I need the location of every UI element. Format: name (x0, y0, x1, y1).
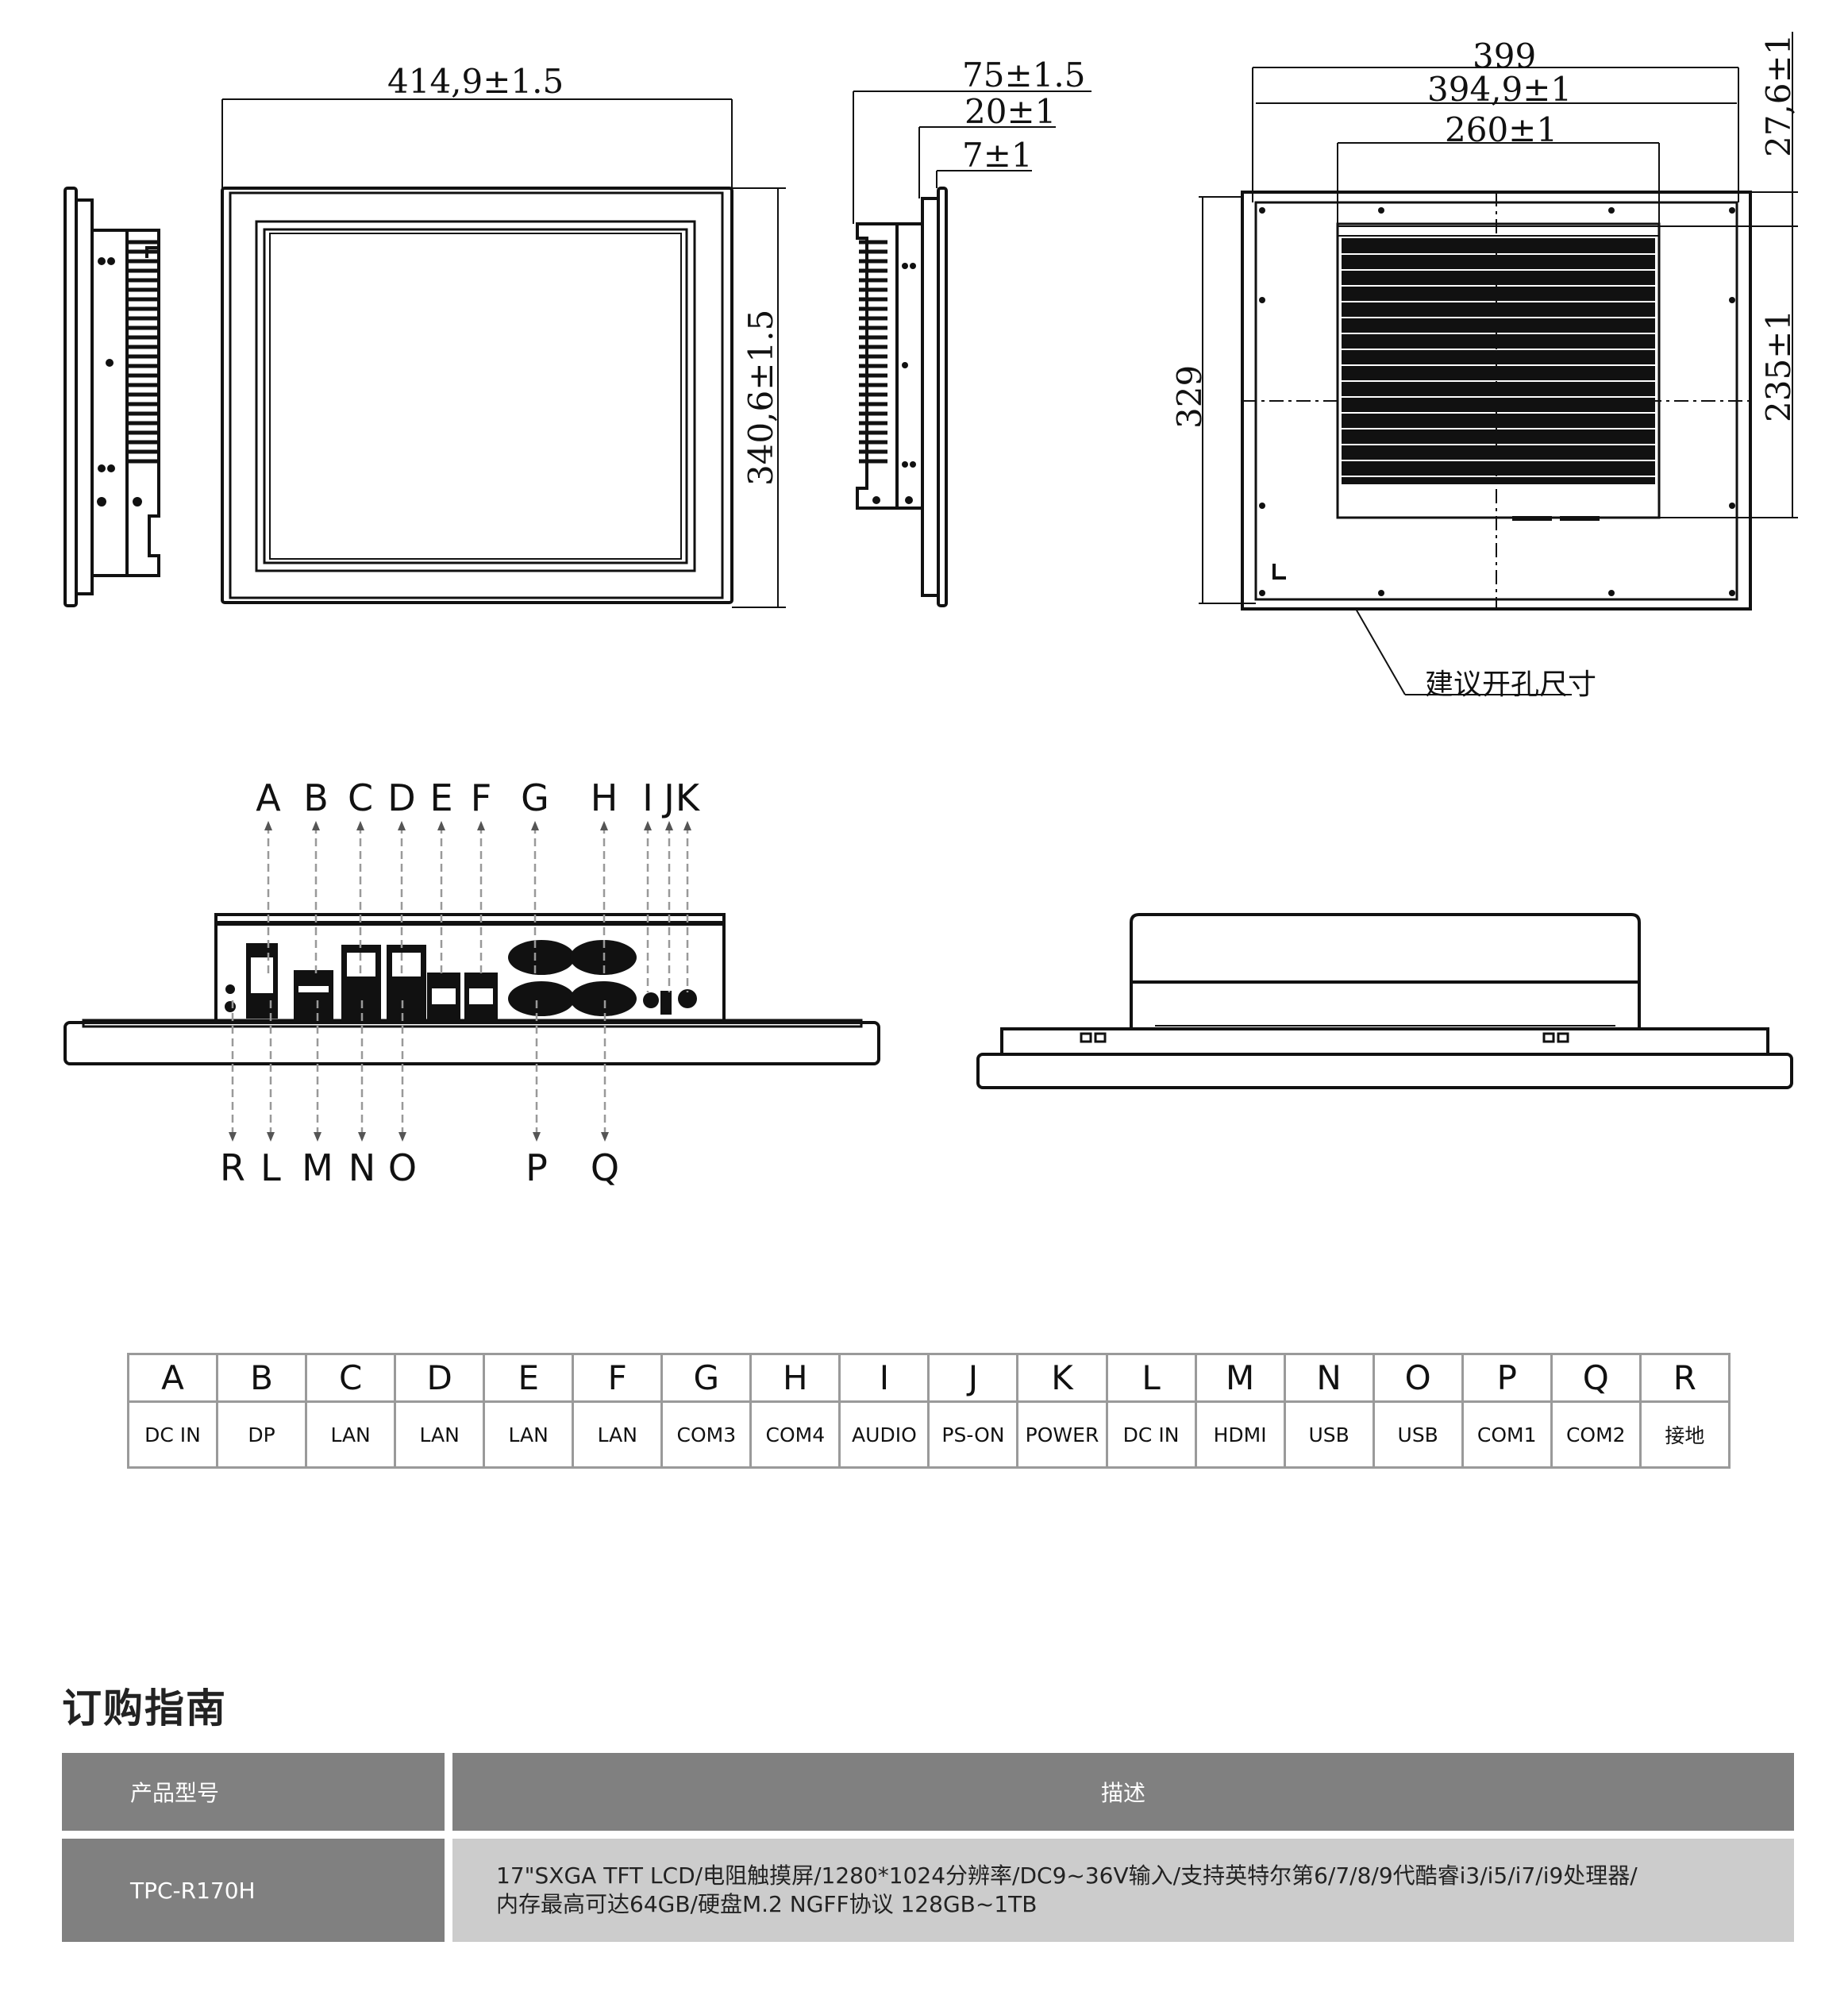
front-width-dim: 414,9±1.5 (387, 62, 564, 101)
port-label: DP (216, 1400, 308, 1469)
rear-outer-width-dim: 399 (1473, 37, 1537, 75)
io-label-n: N (348, 1146, 376, 1189)
rear-cutout-height-dim: 329 (1170, 364, 1209, 429)
io-label-e: E (429, 776, 453, 819)
side-depth-dim: 75±1.5 (962, 56, 1086, 94)
left-side-view (64, 187, 160, 607)
ordering-table: 产品型号 描述 TPC-R170H 17"SXGA TFT LCD/电阻触摸屏/… (62, 1753, 1794, 1950)
port-label: PS-ON (927, 1400, 1019, 1469)
io-label-m: M (302, 1146, 333, 1189)
port-label: LAN (483, 1400, 575, 1469)
io-label-q: Q (590, 1146, 620, 1189)
io-label-c: C (347, 776, 374, 819)
cutout-note: 建议开孔尺寸 (1425, 668, 1597, 701)
side-body-dim: 20±1 (964, 92, 1057, 131)
port-label: 接地 (1638, 1400, 1731, 1469)
port-key: A (126, 1353, 219, 1403)
model-cell: TPC-R170H (62, 1839, 445, 1942)
port-label: LAN (572, 1400, 664, 1469)
port-label: AUDIO (838, 1400, 930, 1469)
io-label-b: B (303, 776, 329, 819)
front-height-dim: 340,6±1.5 (741, 309, 780, 486)
port-key: E (483, 1353, 575, 1403)
ordering-guide-title: 订购指南 (62, 1685, 227, 1731)
model-column-header: 产品型号 (62, 1753, 445, 1831)
io-label-i: I (642, 776, 653, 819)
ordering-table-header: 产品型号 描述 (62, 1753, 1794, 1831)
description-line-1: 17"SXGA TFT LCD/电阻触摸屏/1280*1024分辨率/DC9~3… (496, 1862, 1638, 1889)
rear-view (1241, 191, 1752, 611)
io-label-g: G (521, 776, 549, 819)
description-column-header: 描述 (452, 1753, 1794, 1831)
side-bezel-dim: 7±1 (962, 136, 1033, 175)
port-key: F (572, 1353, 664, 1403)
io-label-d: D (387, 776, 416, 819)
port-key: I (838, 1353, 930, 1403)
port-label: LAN (305, 1400, 397, 1469)
rear-box-height-dim: 235±1 (1759, 309, 1798, 422)
io-label-j: J (664, 776, 675, 819)
ordering-table-row: TPC-R170H 17"SXGA TFT LCD/电阻触摸屏/1280*102… (62, 1839, 1794, 1942)
port-label: COM1 (1461, 1400, 1553, 1469)
port-key: D (394, 1353, 486, 1403)
io-label-a: A (256, 776, 281, 819)
rear-cutout-width-dim: 394,9±1 (1427, 70, 1573, 109)
port-key: L (1105, 1353, 1197, 1403)
ports-table-key-row: A B C D E F G H I J K L M N O P Q R (126, 1353, 1731, 1403)
port-key: R (1638, 1353, 1731, 1403)
io-label-l: L (260, 1146, 281, 1189)
port-key: K (1016, 1353, 1108, 1403)
port-key: M (1194, 1353, 1286, 1403)
io-label-r: R (220, 1146, 245, 1189)
description-cell: 17"SXGA TFT LCD/电阻触摸屏/1280*1024分辨率/DC9~3… (452, 1839, 1794, 1942)
right-side-view (856, 187, 948, 607)
io-label-p: P (526, 1146, 548, 1189)
rear-box-width-dim: 260±1 (1445, 110, 1558, 149)
port-label: COM3 (660, 1400, 753, 1469)
port-label: USB (1283, 1400, 1375, 1469)
front-view (221, 187, 733, 604)
port-label: POWER (1016, 1400, 1108, 1469)
io-label-f: F (470, 776, 492, 819)
port-label: USB (1372, 1400, 1464, 1469)
port-label: DC IN (1105, 1400, 1197, 1469)
port-key: B (216, 1353, 308, 1403)
port-key: J (927, 1353, 1019, 1403)
port-label: DC IN (126, 1400, 219, 1469)
port-key: G (660, 1353, 753, 1403)
port-label: LAN (394, 1400, 486, 1469)
port-label: HDMI (1194, 1400, 1286, 1469)
port-key: N (1283, 1353, 1375, 1403)
rear-offset-dim: 27,6±1 (1759, 33, 1798, 157)
port-label: COM2 (1550, 1400, 1642, 1469)
description-line-2: 内存最高可达64GB/硬盘M.2 NGFF协议 128GB~1TB (496, 1891, 1038, 1917)
io-label-h: H (590, 776, 618, 819)
port-key: H (749, 1353, 841, 1403)
port-label: COM4 (749, 1400, 841, 1469)
port-key: C (305, 1353, 397, 1403)
ports-table: A B C D E F G H I J K L M N O P Q R DC I… (126, 1353, 1731, 1469)
port-key: P (1461, 1353, 1553, 1403)
ports-table-label-row: DC IN DP LAN LAN LAN LAN COM3 COM4 AUDIO… (126, 1400, 1731, 1469)
io-label-o: O (387, 1146, 418, 1189)
port-key: Q (1550, 1353, 1642, 1403)
port-key: O (1372, 1353, 1464, 1403)
io-label-k: K (675, 776, 700, 819)
bottom-view-right (976, 913, 1793, 1089)
